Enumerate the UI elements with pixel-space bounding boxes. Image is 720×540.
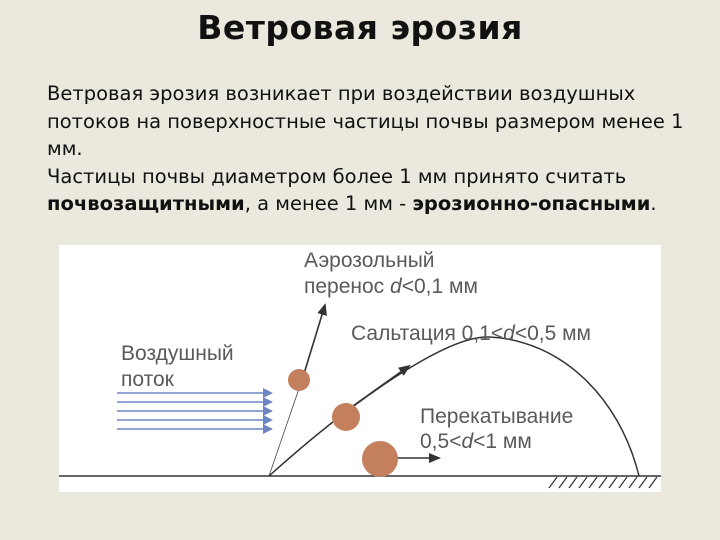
slide-title: Ветровая эрозия (197, 8, 523, 47)
particle-small (288, 369, 310, 391)
label-air-flow-2: поток (121, 368, 175, 391)
wind-erosion-diagram: Воздушный поток Аэрозольный перенос d<0,… (59, 245, 661, 492)
para2-text-c: , а менее 1 мм - (244, 192, 413, 215)
para2-text-e: . (650, 192, 657, 215)
paragraph-1: Ветровая эрозия возникает при воздействи… (47, 82, 684, 160)
diagram-svg: Воздушный поток Аэрозольный перенос d<0,… (59, 249, 661, 489)
label-rolling-2a: 0,5< (420, 430, 461, 453)
label-saltation-a: Сальтация 0,1< (351, 322, 503, 345)
label-air-flow-1: Воздушный (121, 342, 234, 365)
paragraph-2: Частицы почвы диаметром более 1 мм приня… (47, 163, 717, 218)
label-aerosol-2a: перенос (304, 275, 390, 298)
ground-hatching (548, 476, 658, 489)
term-soil-protective: почвозащитными (47, 192, 245, 215)
slide-body: Ветровая эрозия возникает при воздействи… (47, 80, 717, 218)
label-rolling-d: d (461, 430, 474, 453)
label-saltation: Сальтация 0,1<d<0,5 мм (351, 322, 591, 345)
label-aerosol-d: d (390, 275, 403, 298)
term-erosion-hazardous: эрозионно-опасными (412, 192, 651, 215)
aerosol-trajectory (268, 376, 304, 477)
label-saltation-c: <0,5 мм (515, 322, 591, 345)
particle-medium (332, 403, 360, 431)
label-saltation-d: d (503, 322, 516, 345)
particle-large (362, 441, 398, 477)
label-rolling-2: 0,5<d<1 мм (420, 430, 532, 453)
wind-arrows (117, 388, 273, 434)
label-rolling-1: Перекатывание (420, 405, 573, 428)
label-aerosol-1: Аэрозольный (304, 249, 435, 272)
label-aerosol-2: перенос d<0,1 мм (304, 275, 478, 298)
label-aerosol-2c: <0,1 мм (402, 275, 478, 298)
label-rolling-2c: <1 мм (473, 430, 532, 453)
para2-text-a: Частицы почвы диаметром более 1 мм приня… (47, 164, 627, 188)
aerosol-arrow (302, 303, 327, 378)
